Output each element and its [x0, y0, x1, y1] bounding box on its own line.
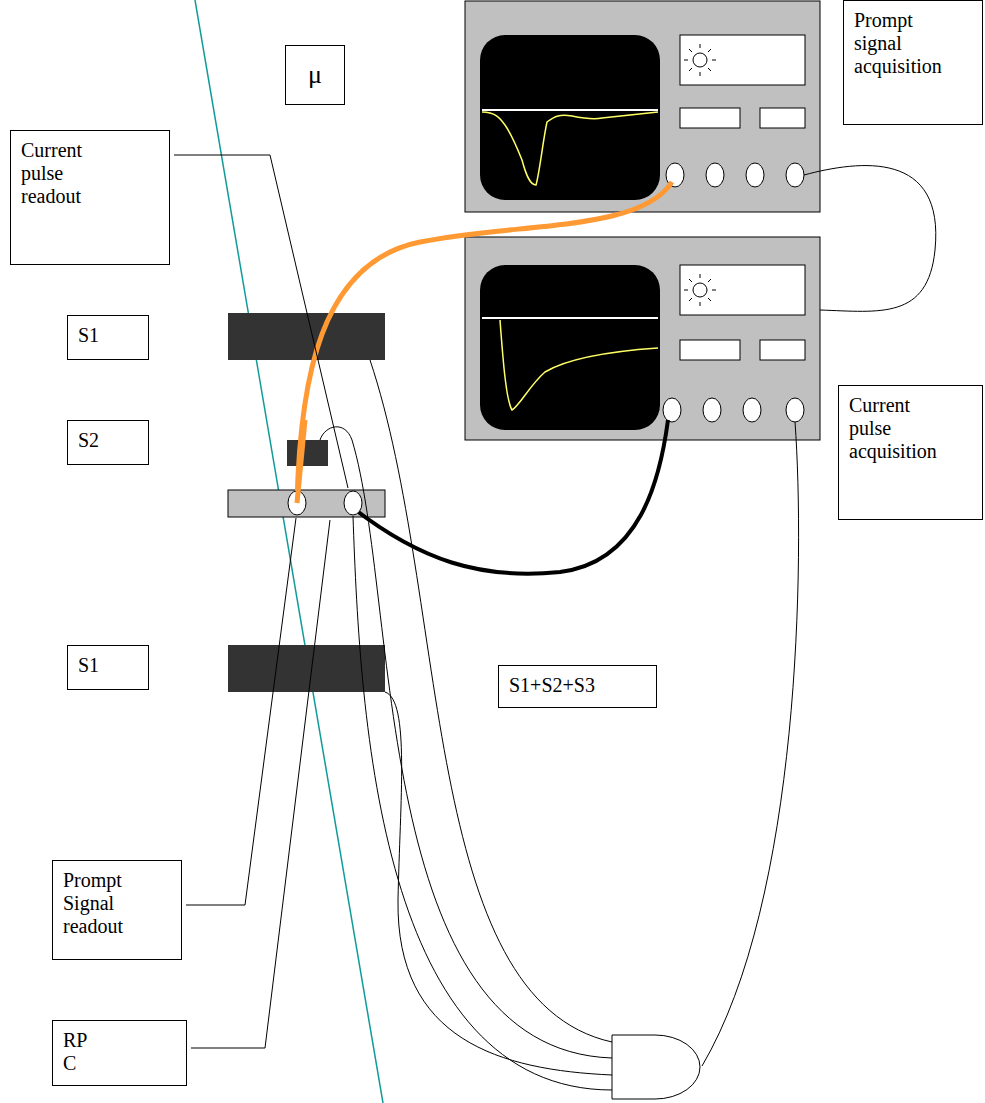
- prompt-oscilloscope: [465, 1, 820, 212]
- trigger-wires: [320, 166, 936, 1090]
- label-text: S1: [78, 324, 138, 347]
- label-text: S1+S2+S3: [509, 674, 646, 697]
- prompt-cable: [297, 420, 305, 503]
- label-box: Prompt signal acquisition: [843, 0, 983, 125]
- label-text: Prompt Signal readout: [63, 869, 148, 938]
- label-box: S1: [67, 645, 149, 690]
- label-box: Current pulse acquisition: [838, 385, 983, 520]
- label-box: S1+S2+S3: [498, 665, 657, 708]
- label-text: Prompt signal acquisition: [854, 9, 954, 78]
- label-box: Current pulse readout: [10, 130, 170, 265]
- label-text: Current pulse readout: [21, 139, 106, 208]
- label-box: RPC: [52, 1020, 187, 1086]
- readout-connector: [344, 491, 362, 515]
- current-oscilloscope: [465, 237, 820, 440]
- particle-box: μ: [285, 45, 345, 105]
- and-gate: [612, 1035, 700, 1099]
- label-box: S1: [67, 315, 149, 360]
- leader-line: [174, 155, 348, 1048]
- label-box: S2: [67, 420, 149, 465]
- current-cable: [353, 420, 668, 574]
- label-text: S2: [78, 429, 138, 452]
- prompt-cable: [297, 182, 672, 503]
- scintillator: [228, 313, 385, 360]
- label-text: S1: [78, 654, 138, 677]
- label-box: Prompt Signal readout: [52, 860, 182, 960]
- label-text: Current pulse acquisition: [849, 394, 949, 463]
- scintillator: [287, 440, 328, 466]
- label-text: RPC: [63, 1029, 93, 1075]
- label-text: μ: [308, 60, 322, 90]
